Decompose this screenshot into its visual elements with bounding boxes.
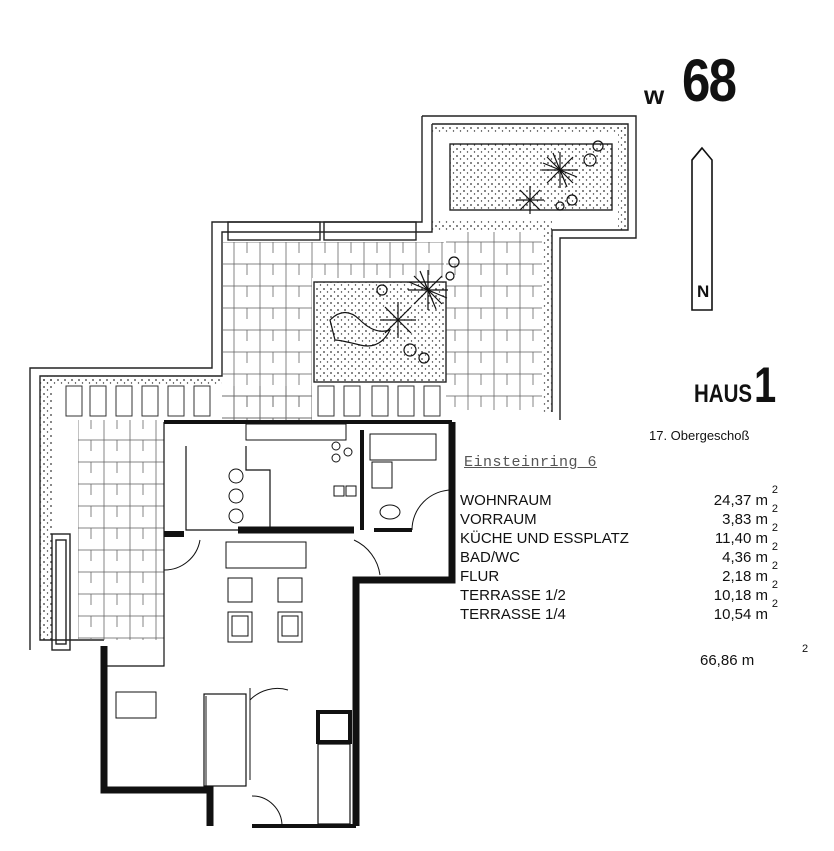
room-row: VORRAUM 3,83 m 2 — [460, 503, 790, 530]
room-name: WOHNRAUM — [460, 492, 552, 509]
area-unit-exponent: 2 — [802, 643, 809, 655]
apartment-walls — [100, 420, 456, 828]
area-unit-exponent: 2 — [771, 503, 778, 515]
north-label: N — [697, 282, 710, 301]
kitchen-fixtures — [228, 441, 357, 524]
area-unit-exponent: 2 — [771, 579, 778, 591]
area-unit-exponent: 2 — [771, 484, 778, 496]
plant-symbols — [329, 140, 604, 364]
room-name: TERRASSE 1/4 — [460, 606, 566, 623]
room-row: KÜCHE UND ESSPLATZ 11,40 m 2 — [460, 522, 790, 549]
room-name: VORRAUM — [460, 511, 537, 528]
planters — [51, 143, 613, 651]
area-unit-exponent: 2 — [771, 560, 778, 572]
room-row: WOHNRAUM 24,37 m 2 — [460, 484, 790, 511]
room-row: BAD/WC 4,36 m 2 — [460, 541, 790, 568]
room-name: KÜCHE UND ESSPLATZ — [460, 530, 629, 547]
room-row: TERRASSE 1/2 10,18 m 2 — [460, 579, 790, 606]
room-area: 3,83 m — [722, 511, 768, 528]
room-row: TERRASSE 1/4 10,54 m 2 — [460, 598, 790, 625]
street-address: Einsteinring 6 — [464, 454, 598, 471]
room-area: 2,18 m — [722, 568, 768, 585]
unit-prefix: w — [644, 80, 665, 110]
area-unit-exponent: 2 — [771, 598, 778, 610]
north-arrow — [691, 146, 713, 311]
room-area: 24,37 m — [713, 492, 768, 509]
room-row: FLUR 2,18 m 2 — [460, 560, 790, 587]
building-number: 1 — [754, 357, 777, 413]
room-area: 11,40 m — [714, 530, 768, 547]
total-area: 66,86 m 2 — [700, 643, 808, 669]
room-name: BAD/WC — [460, 549, 520, 566]
area-unit-exponent: 2 — [771, 541, 778, 553]
terrace-stepping-stones — [65, 385, 441, 417]
room-area: 10,54 m — [713, 606, 768, 623]
paving-tiles — [78, 232, 542, 640]
area-unit-exponent: 2 — [771, 522, 778, 534]
room-area: 10,18 m — [713, 587, 768, 604]
floor-label: 17. Obergeschoß — [649, 428, 750, 443]
building-label: HAUS — [694, 380, 753, 408]
unit-number: 68 — [682, 47, 737, 114]
room-name: TERRASSE 1/2 — [460, 587, 566, 604]
room-area: 4,36 m — [722, 549, 768, 566]
room-name: FLUR — [460, 568, 500, 585]
dining-furniture — [225, 541, 307, 643]
gravel-strips — [40, 124, 628, 640]
total-area-value: 66,86 m — [700, 652, 755, 669]
